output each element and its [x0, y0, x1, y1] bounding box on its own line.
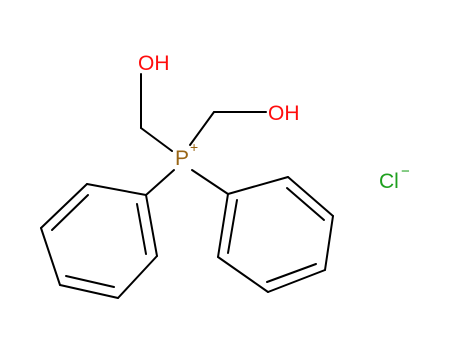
- phosphorus-label: P: [175, 147, 189, 170]
- chloride-charge: −: [401, 163, 410, 180]
- phenyl-ring-right: [217, 176, 334, 293]
- hydroxyl-label-right: OH: [268, 102, 300, 125]
- bond-p-ch2-right: [189, 111, 215, 146]
- bond-p-phenyl-left: [145, 169, 175, 196]
- phenyl-ring-left: [40, 183, 158, 299]
- bonds-p-phenyl: [145, 169, 229, 196]
- bond-ch2-p-left: [140, 127, 173, 152]
- chloride-label: Cl: [379, 170, 399, 193]
- hydroxyl-label-top: OH: [138, 52, 170, 75]
- bond-p-phenyl-right: [191, 169, 229, 195]
- bonds-ch2oh: [140, 73, 267, 152]
- phosphorus-charge: +: [190, 139, 198, 155]
